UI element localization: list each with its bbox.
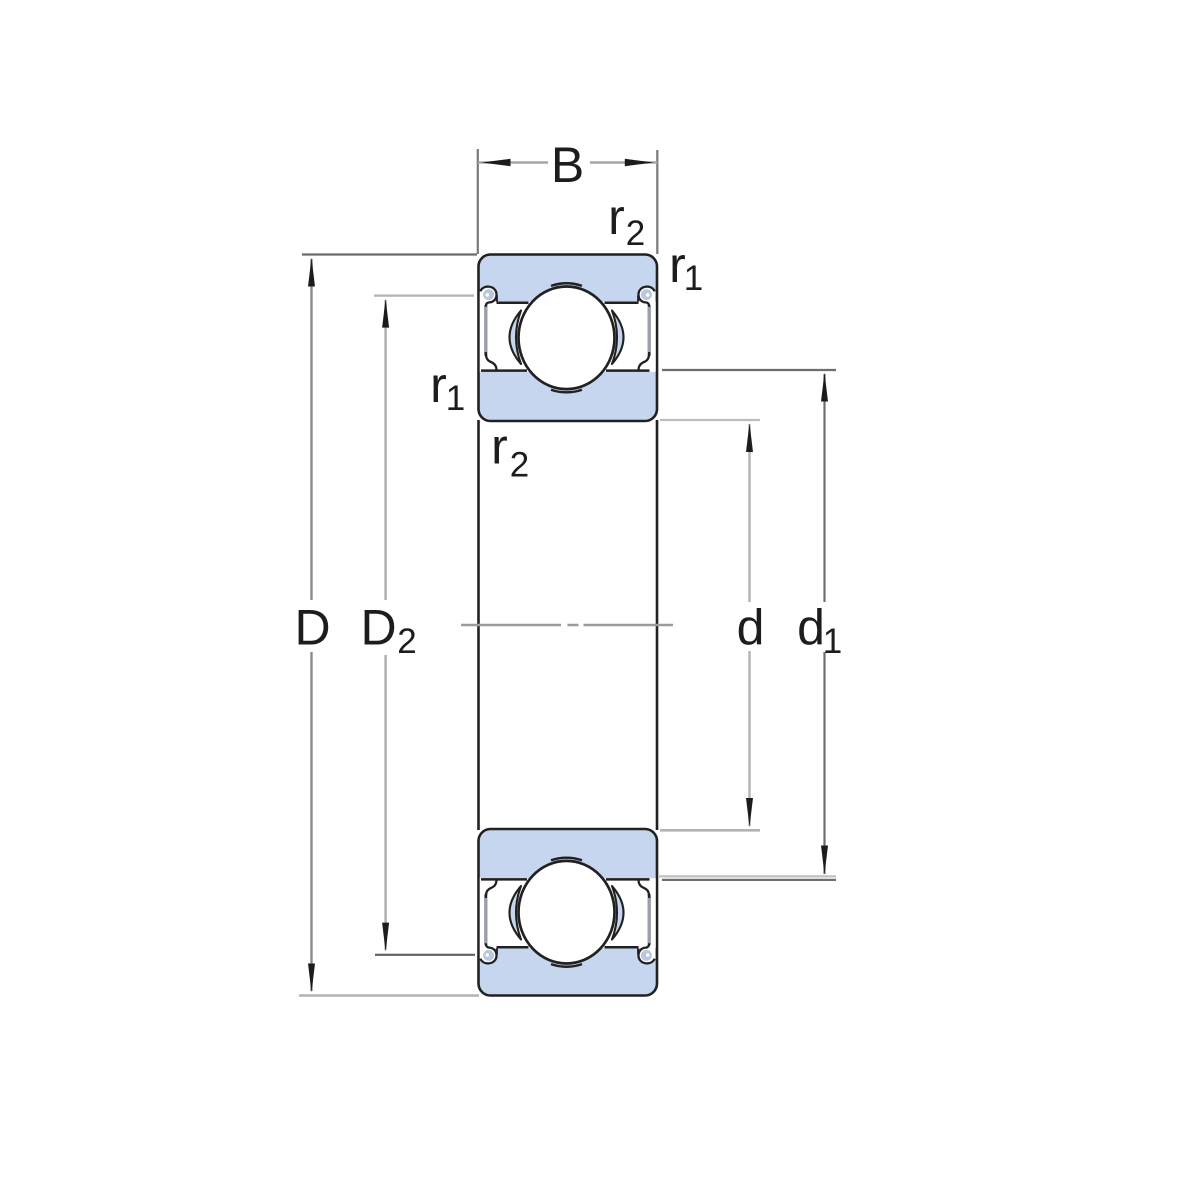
svg-text:1: 1	[684, 259, 703, 298]
svg-text:2: 2	[626, 214, 645, 253]
svg-text:B: B	[551, 137, 584, 193]
svg-text:d: d	[797, 600, 825, 656]
svg-text:r: r	[608, 189, 625, 245]
svg-text:1: 1	[823, 622, 842, 661]
svg-text:r: r	[491, 419, 508, 475]
svg-text:r: r	[430, 357, 447, 413]
svg-text:1: 1	[446, 379, 465, 418]
svg-text:D: D	[294, 600, 330, 656]
svg-text:2: 2	[510, 446, 529, 485]
svg-text:D: D	[360, 600, 396, 656]
svg-text:2: 2	[397, 622, 416, 661]
svg-text:d: d	[737, 600, 765, 656]
svg-text:r: r	[669, 237, 686, 293]
